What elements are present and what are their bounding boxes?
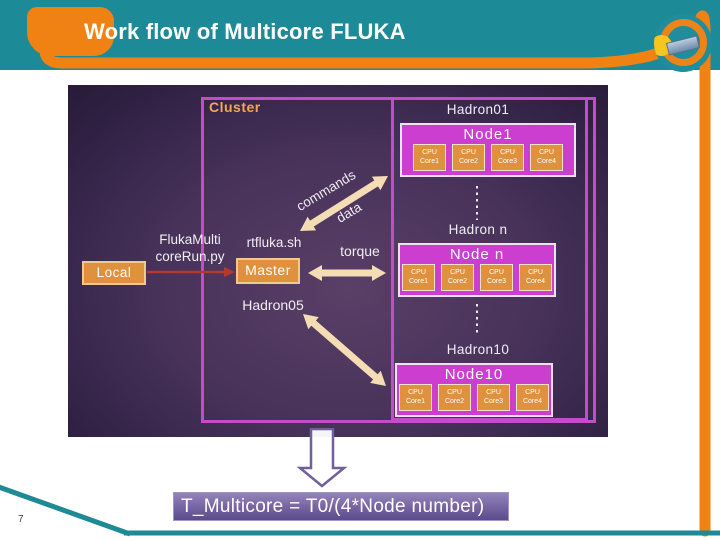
hadron-n-label: Hadron n (448, 222, 508, 237)
hadron05-label: Hadron05 (242, 297, 304, 313)
cpu-core-box: CPU Core4 (530, 144, 563, 171)
cpu-core-box: CPU Core3 (480, 264, 513, 291)
cpu-core-box: CPU Core4 (519, 264, 552, 291)
slide-title: Work flow of Multicore FLUKA (84, 19, 406, 44)
hadron05-arrow (303, 314, 386, 386)
commands-data-arrow (300, 176, 388, 231)
script-label: FlukaMulti coreRun.py (128, 231, 252, 265)
torque-arrow (308, 265, 386, 281)
hadron10-label: Hadron10 (446, 342, 510, 357)
down-arrow-icon (296, 428, 348, 488)
cpu-core-box: CPU Core2 (452, 144, 485, 171)
cluster-label: Cluster (209, 99, 261, 115)
hadron01-label: Hadron01 (446, 102, 510, 117)
node10-box: Node10 CPU Core1 CPU Core2 CPU Core3 CPU… (395, 363, 553, 417)
cpu-core-box: CPU Core1 (399, 384, 432, 411)
workflow-diagram: Cluster FlukaMulti coreRun.py rtfluka.sh… (68, 85, 608, 437)
teal-diagonal-line (0, 484, 131, 537)
cpu-core-box: CPU Core3 (477, 384, 510, 411)
diagram-arrows (147, 176, 478, 386)
header-band: Work flow of Multicore FLUKA (0, 0, 720, 70)
cpu-core-box: CPU Core3 (491, 144, 524, 171)
cpu-core-box: CPU Core1 (402, 264, 435, 291)
node1-box: Node1 CPU Core1 CPU Core2 CPU Core3 CPU … (400, 123, 576, 177)
institute-logo (654, 14, 712, 72)
script-label-line1: FlukaMulti (159, 232, 221, 247)
node-n-title: Node n (449, 246, 505, 263)
cpu-core-box: CPU Core1 (413, 144, 446, 171)
node10-title: Node10 (444, 366, 504, 383)
master-node: Master (236, 258, 300, 284)
cpu-core-box: CPU Core2 (438, 384, 471, 411)
node-n-box: Node n CPU Core1 CPU Core2 CPU Core3 CPU… (398, 243, 556, 297)
local-master-arrow (147, 267, 235, 277)
local-node: Local (82, 261, 146, 285)
formula-box: T_Multicore = T0/(4*Node number) (173, 492, 509, 521)
cpu-core-box: CPU Core2 (441, 264, 474, 291)
rtfluka-label: rtfluka.sh (246, 235, 302, 250)
page-number: 7 (18, 514, 24, 525)
script-label-line2: coreRun.py (155, 249, 225, 264)
torque-label: torque (340, 243, 380, 259)
cpu-core-box: CPU Core4 (516, 384, 549, 411)
node1-title: Node1 (463, 126, 513, 143)
hadron-column-box (391, 97, 588, 421)
